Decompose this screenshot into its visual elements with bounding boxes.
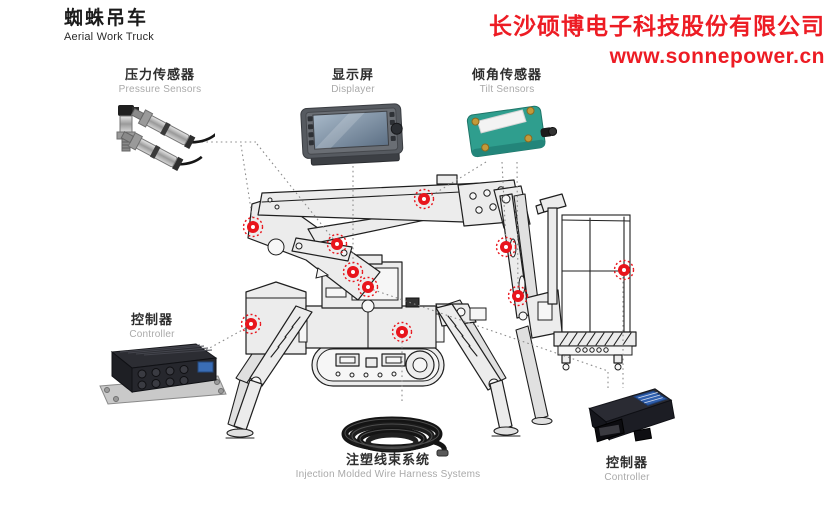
page-title-zh: 蜘蛛吊车 xyxy=(64,8,149,29)
page-title-en: Aerial Work Truck xyxy=(64,30,154,43)
tilt-sensor-image xyxy=(466,105,557,158)
displayer-image xyxy=(300,103,404,166)
callout-controller-left-zh: 控制器 xyxy=(130,312,173,327)
callout-wire-harness: 注塑线束系统 Injection Molded Wire Harness Sys… xyxy=(286,452,490,480)
callout-displayer-en: Displayer xyxy=(331,83,375,95)
angled-pressure-sensor-2 xyxy=(120,131,203,172)
harness-connector xyxy=(436,449,449,457)
callout-displayer-zh: 显示屏 xyxy=(331,67,374,82)
company-name: 长沙硕博电子科技股份有限公司 xyxy=(489,13,825,39)
pressure-sensors-image xyxy=(116,105,215,172)
displayer-knob xyxy=(390,122,403,135)
company-website[interactable]: www.sonnepower.cn xyxy=(609,44,825,68)
page-title-block: 蜘蛛吊车 Aerial Work Truck xyxy=(64,8,154,43)
callout-pressure-sensors: 压力传感器 Pressure Sensors xyxy=(85,67,235,95)
callout-controller-right-en: Controller xyxy=(604,471,650,483)
wire-harness-image xyxy=(341,416,449,457)
company-block: 长沙硕博电子科技股份有限公司 www.sonnepower.cn xyxy=(489,12,825,69)
controller-label xyxy=(197,361,214,373)
callout-tilt-sensors: 倾角传感器 Tilt Sensors xyxy=(446,67,568,95)
callout-displayer: 显示屏 Displayer xyxy=(292,67,414,95)
callout-wire-harness-zh: 注塑线束系统 xyxy=(345,452,430,467)
callout-tilt-sensors-en: Tilt Sensors xyxy=(479,83,535,95)
controller-right-image xyxy=(588,388,675,443)
callout-controller-right-zh: 控制器 xyxy=(605,455,648,470)
controller-label xyxy=(632,390,669,406)
callout-tilt-sensors-zh: 倾角传感器 xyxy=(471,67,542,82)
callout-pressure-sensors-zh: 压力传感器 xyxy=(124,67,195,82)
displayer-buttons xyxy=(307,111,396,146)
spider-crane-illustration xyxy=(225,174,637,439)
callout-pressure-sensors-en: Pressure Sensors xyxy=(118,83,202,95)
callout-controller-right: 控制器 Controller xyxy=(565,455,689,483)
controller-connectors xyxy=(137,365,189,390)
callout-controller-left: 控制器 Controller xyxy=(90,312,214,340)
callout-controller-left-en: Controller xyxy=(129,328,175,340)
callout-wire-harness-en: Injection Molded Wire Harness Systems xyxy=(295,468,481,480)
controller-left-image xyxy=(99,343,227,405)
angled-pressure-sensor-1 xyxy=(130,108,215,150)
